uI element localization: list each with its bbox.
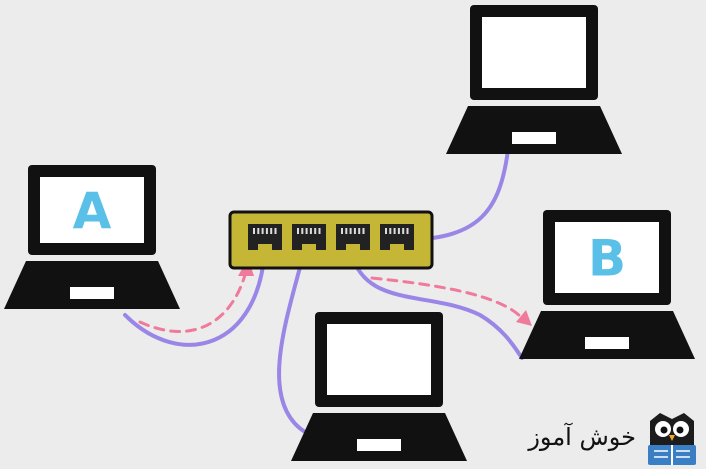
laptop-base xyxy=(446,106,622,154)
laptop-base xyxy=(4,261,180,309)
laptop-letter: B xyxy=(588,230,626,288)
arrow-switch-to-b-head xyxy=(516,310,532,326)
laptop-screen xyxy=(482,17,586,88)
laptop-bottom xyxy=(291,312,467,461)
laptop-b: B xyxy=(519,210,695,359)
laptop-base xyxy=(519,311,695,359)
brand-logo: خوش آموز xyxy=(528,407,702,467)
laptop-trackpad xyxy=(70,287,114,299)
laptop-trackpad xyxy=(357,439,401,451)
brand-text: خوش آموز xyxy=(528,423,636,451)
cable-to-laptop-bottom xyxy=(279,248,305,432)
switch-port xyxy=(336,224,370,250)
laptop-trackpad xyxy=(585,337,629,349)
switch-port xyxy=(380,224,414,250)
switch-port xyxy=(248,224,282,250)
laptop-trackpad xyxy=(512,132,556,144)
laptop-base xyxy=(291,413,467,461)
laptop-a: A xyxy=(4,165,180,309)
laptop-screen xyxy=(327,324,431,395)
laptop-letter: A xyxy=(73,182,112,240)
laptop-top xyxy=(446,5,622,154)
owl-icon xyxy=(642,407,702,467)
switch-port xyxy=(292,224,326,250)
